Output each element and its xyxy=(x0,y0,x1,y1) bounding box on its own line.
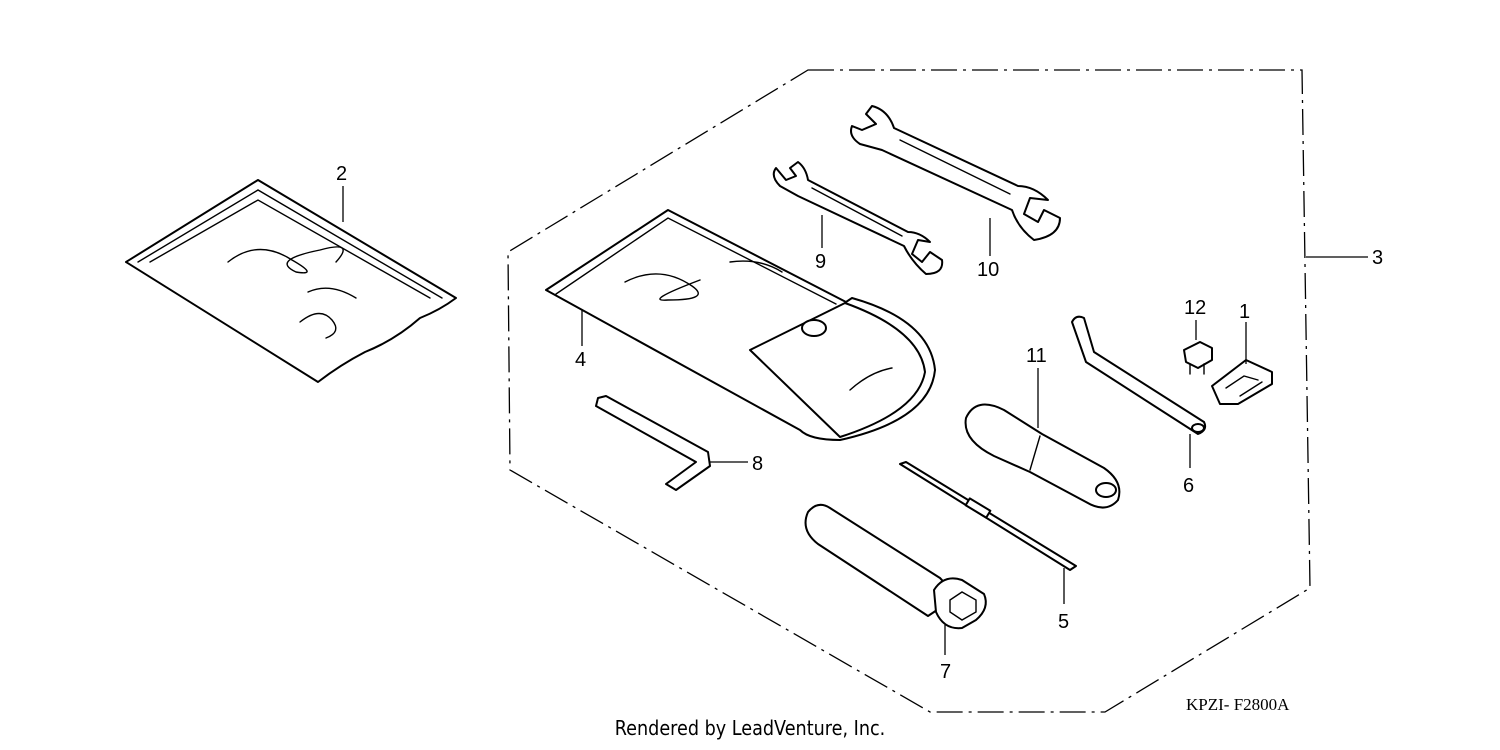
fuse-part[interactable] xyxy=(1183,320,1213,375)
handle-rod-part[interactable] xyxy=(1071,315,1207,468)
wrench-small-part[interactable] xyxy=(772,161,944,275)
plastic-bag-part[interactable] xyxy=(125,179,457,383)
callout-6: 6 xyxy=(1183,475,1194,497)
tool-bag-part[interactable] xyxy=(545,209,936,441)
wrench-large-part[interactable] xyxy=(850,105,1061,256)
callout-4: 4 xyxy=(575,349,586,371)
callout-2: 2 xyxy=(336,163,347,185)
callout-10: 10 xyxy=(977,259,999,281)
screwdriver-handle-part[interactable] xyxy=(964,368,1121,509)
callout-9: 9 xyxy=(815,251,826,273)
diagram-code: KPZI- F2800A xyxy=(1186,695,1290,714)
callout-3: 3 xyxy=(1372,247,1383,269)
callout-11: 11 xyxy=(1026,345,1047,367)
callout-12: 12 xyxy=(1184,297,1206,319)
hex-key-part[interactable] xyxy=(595,395,748,491)
callout-1: 1 xyxy=(1239,301,1250,323)
footer-credit: Rendered by LeadVenture, Inc. xyxy=(614,716,886,740)
spark-plug-wrench-part[interactable] xyxy=(804,503,987,655)
tool-kit-outline xyxy=(507,69,1311,713)
callout-8: 8 xyxy=(752,453,763,475)
callout-5: 5 xyxy=(1058,611,1069,633)
fuse-puller-part[interactable] xyxy=(1211,322,1273,405)
callout-7: 7 xyxy=(940,661,951,683)
screwdriver-blade-part[interactable] xyxy=(899,461,1077,604)
